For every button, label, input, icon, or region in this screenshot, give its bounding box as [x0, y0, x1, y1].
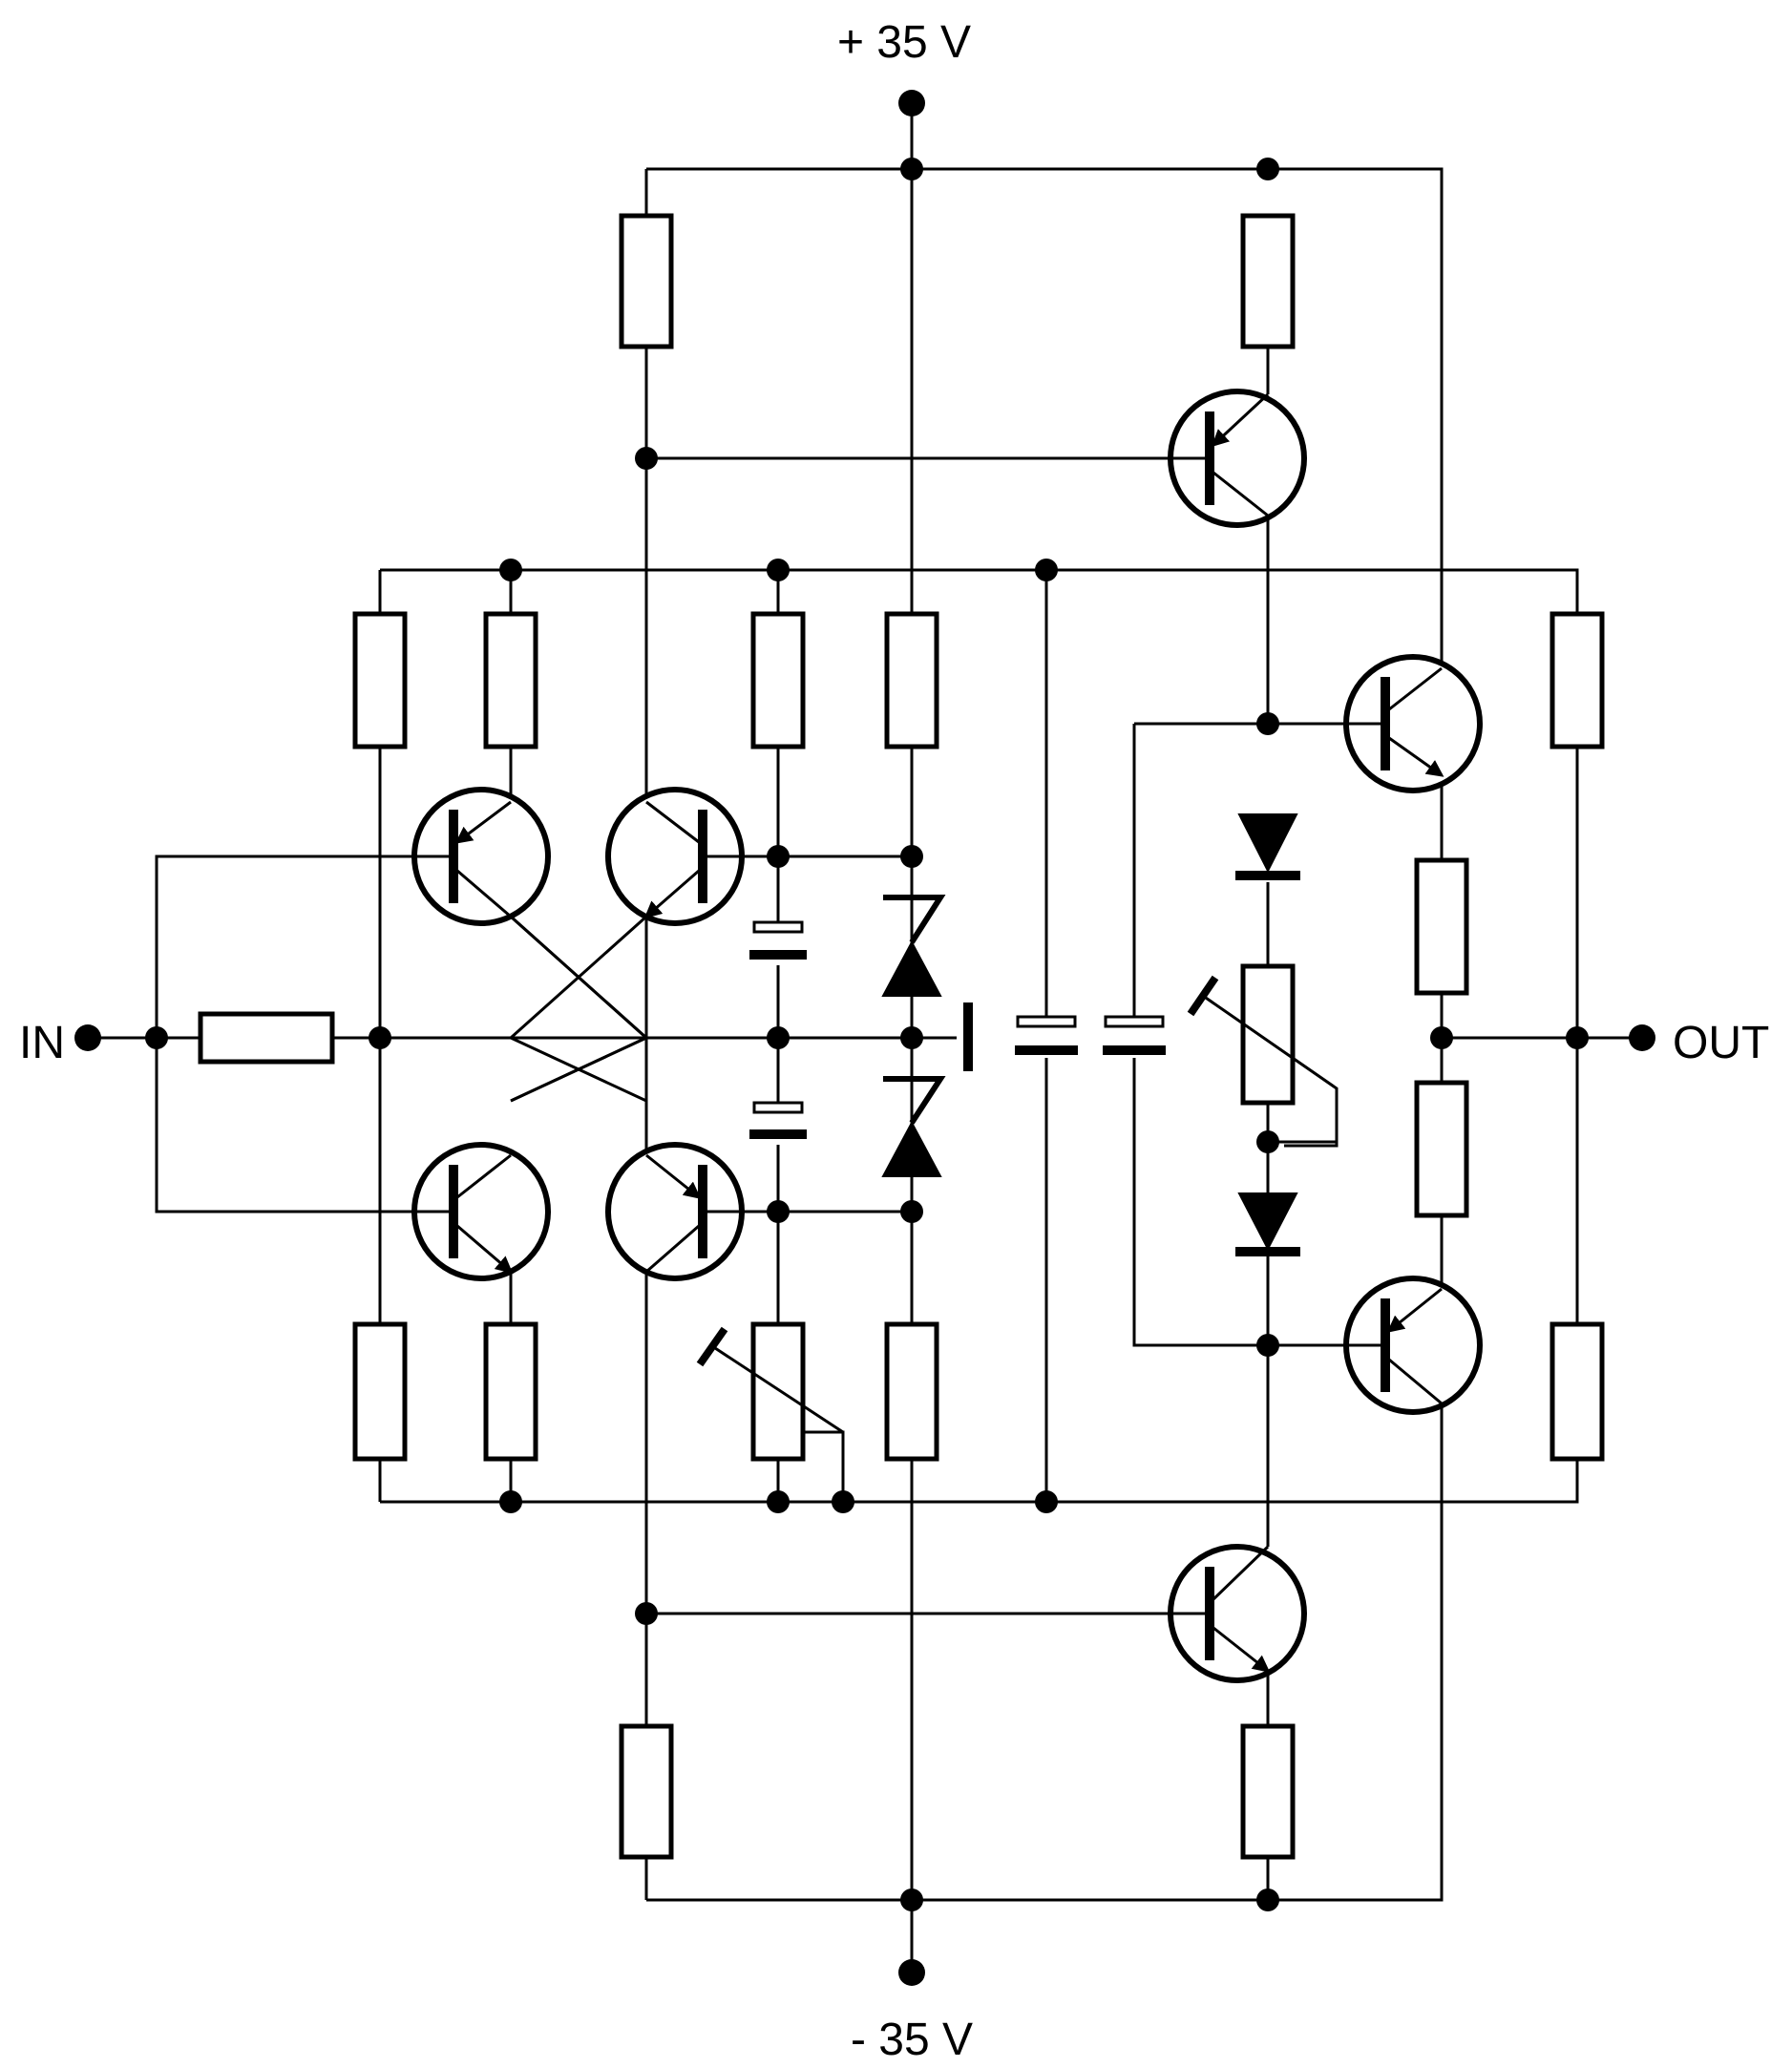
zener-diodes	[881, 895, 973, 1177]
resistor	[1240, 213, 1296, 349]
capacitor-centre	[1015, 1015, 1078, 1055]
junction-dot	[1256, 1130, 1279, 1153]
transistor-q1	[411, 787, 551, 926]
junction-dot	[1430, 1026, 1453, 1049]
junction-dot	[1566, 1026, 1589, 1049]
junction-dot	[900, 1026, 923, 1049]
junction-dot	[635, 1602, 658, 1625]
resistor	[1550, 611, 1605, 749]
terminal-input	[74, 1024, 101, 1051]
transistor-q6	[1168, 1544, 1307, 1683]
input-label: IN	[19, 1018, 65, 1068]
junction-dot	[900, 1200, 923, 1223]
junction-dot	[499, 559, 522, 581]
junction-dot	[1256, 1889, 1279, 1911]
resistor	[619, 213, 674, 349]
capacitors	[749, 920, 1166, 1139]
junction-dot	[1256, 712, 1279, 735]
transistors	[411, 389, 1483, 1683]
capacitor-lower	[749, 1101, 807, 1139]
junction-dot	[499, 1490, 522, 1513]
resistors	[198, 213, 1605, 1860]
junction-dot	[1035, 1490, 1058, 1513]
supply-positive-label: + 35 V	[837, 17, 971, 68]
terminal-supply-negative	[898, 1959, 925, 1986]
resistor	[1550, 1321, 1605, 1462]
diode-upper	[1235, 813, 1300, 880]
junction-dot	[767, 1200, 790, 1223]
resistor	[884, 1321, 939, 1462]
diodes	[1235, 813, 1300, 1256]
zener-upper	[881, 895, 946, 997]
resistor	[1414, 1080, 1469, 1218]
diode-lower	[1235, 1192, 1300, 1256]
junction-dot	[635, 447, 658, 470]
junction-dot	[900, 158, 923, 180]
resistor	[619, 1723, 674, 1860]
resistor	[352, 1321, 408, 1462]
junction-dot	[1035, 559, 1058, 581]
resistor	[1240, 1723, 1296, 1860]
transistor-q4	[605, 1142, 745, 1281]
transistor-q3	[411, 1142, 551, 1281]
terminal-supply-positive	[898, 90, 925, 116]
trimmer-bias	[1187, 963, 1339, 1144]
junction-dot	[832, 1490, 854, 1513]
junction-dot	[1256, 158, 1279, 180]
junctions	[74, 90, 1655, 1986]
junction-dot	[767, 1490, 790, 1513]
junction-dot	[767, 559, 790, 581]
junction-dot	[900, 845, 923, 868]
terminal-output	[1629, 1024, 1655, 1051]
junction-dot	[145, 1026, 168, 1049]
resistor	[352, 611, 408, 749]
capacitor-bias	[1103, 1015, 1166, 1055]
trimmer-lower-left	[696, 1321, 844, 1462]
supply-negative-label: - 35 V	[851, 2015, 973, 2065]
resistor	[483, 1321, 538, 1462]
transistor-q8	[1268, 1276, 1483, 1415]
zener-lower	[881, 1076, 946, 1177]
junction-dot	[767, 1026, 790, 1049]
junction-dot	[369, 1026, 391, 1049]
transistor-q5	[1168, 389, 1307, 528]
resistor	[884, 611, 939, 749]
junction-dot	[900, 1889, 923, 1911]
resistor	[1414, 857, 1469, 996]
transistor-q7	[1268, 654, 1483, 793]
resistor	[750, 611, 806, 749]
resistor	[198, 1011, 335, 1065]
junction-dot	[767, 845, 790, 868]
transistor-q2	[605, 787, 745, 926]
capacitor-upper	[749, 920, 807, 960]
resistor	[483, 611, 538, 749]
output-label: OUT	[1673, 1018, 1769, 1068]
junction-dot	[1256, 1334, 1279, 1357]
